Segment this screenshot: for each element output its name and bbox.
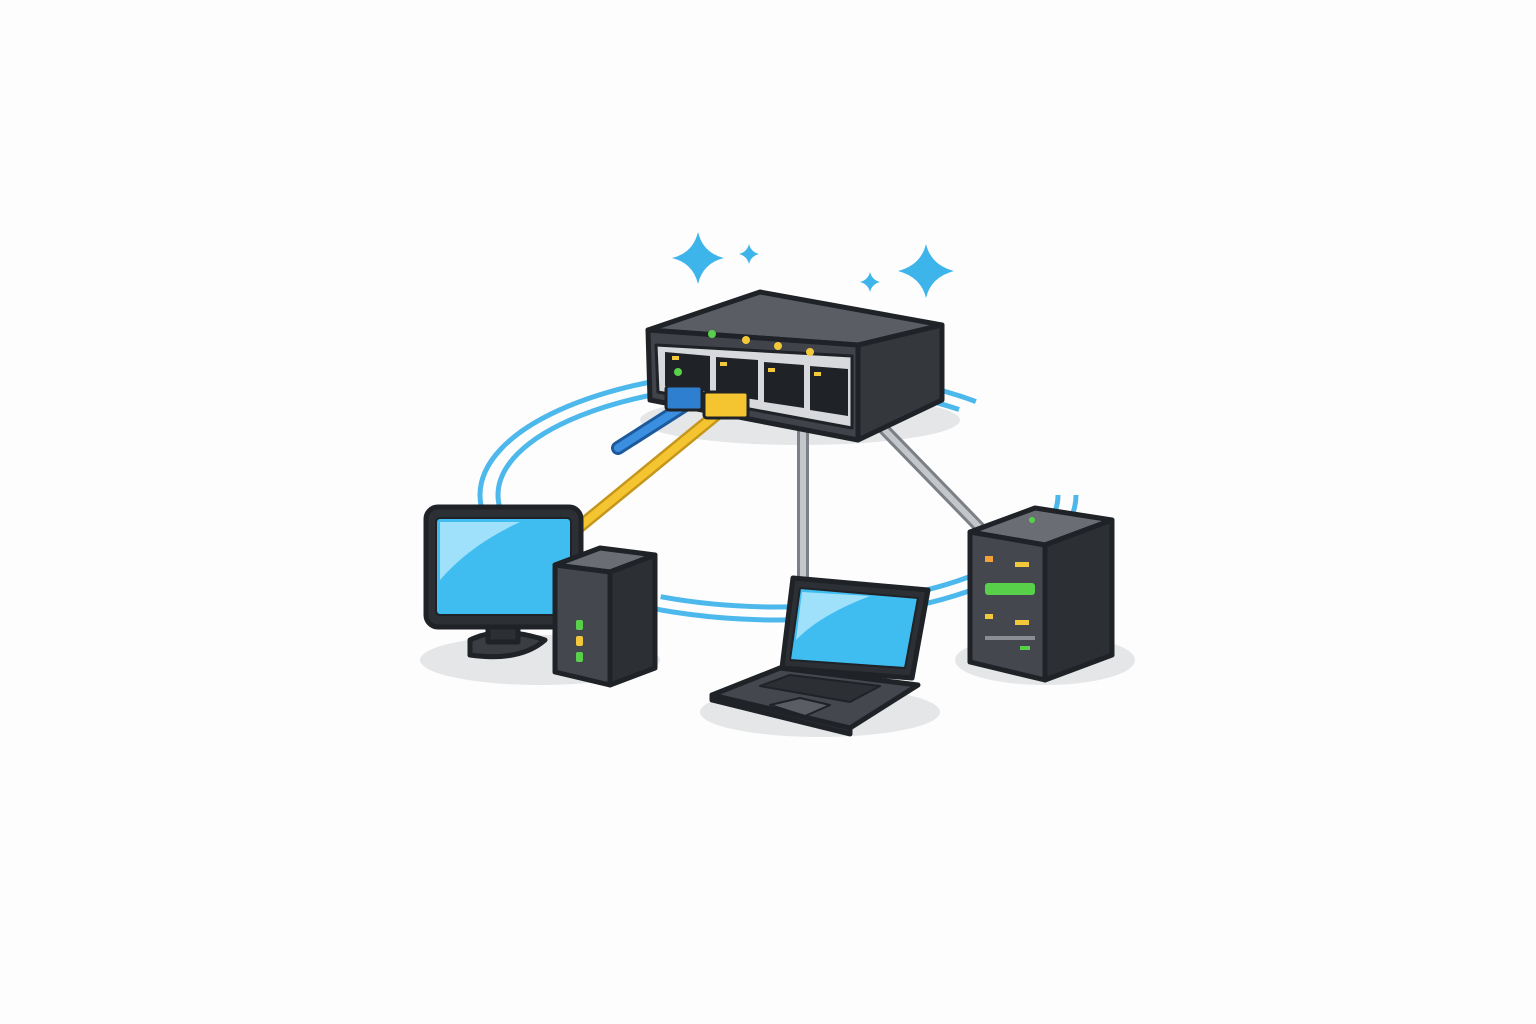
plug-blue (664, 384, 704, 412)
switch-leds (672, 330, 821, 376)
desktop-tower (552, 545, 658, 688)
server-tower (967, 505, 1115, 683)
sparkle-icon (860, 272, 880, 292)
sparkle-icon (739, 244, 759, 264)
sparkle-icons (672, 232, 954, 298)
cable-grey-server (875, 420, 987, 535)
switch-ports (665, 352, 848, 416)
network-switch (645, 289, 945, 443)
plug-yellow (702, 390, 750, 420)
sparkle-icon (898, 244, 954, 298)
cable-yellow (573, 404, 727, 534)
laptop (709, 575, 931, 737)
sparkle-icon (672, 232, 724, 284)
